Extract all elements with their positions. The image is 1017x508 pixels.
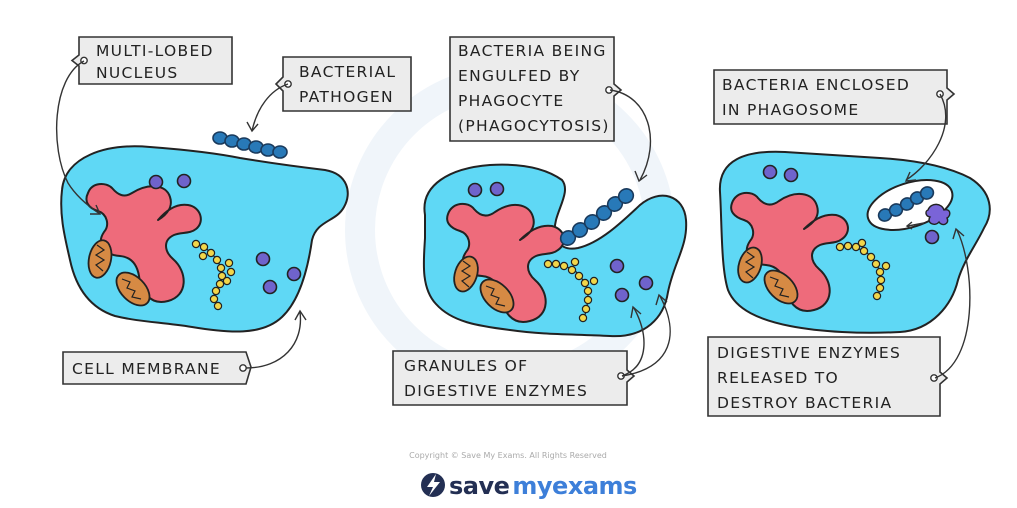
stage-2-phagocyte xyxy=(422,163,688,338)
footer: Copyright © Save My Exams. All Rights Re… xyxy=(409,451,637,500)
arrow xyxy=(621,295,671,377)
arrow xyxy=(905,93,947,181)
label-cell-membrane: CELL MEMBRANE xyxy=(62,309,307,385)
label-text: BACTERIA ENCLOSED xyxy=(722,76,910,94)
granule xyxy=(176,173,192,189)
granule xyxy=(148,174,164,190)
granule xyxy=(924,229,940,245)
copyright-text: Copyright © Save My Exams. All Rights Re… xyxy=(409,451,607,460)
arrow xyxy=(55,60,101,215)
label-granules: GRANULES OF DIGESTIVE ENZYMES xyxy=(392,293,671,406)
label-text: PATHOGEN xyxy=(299,88,394,106)
mitochondrion xyxy=(763,269,799,305)
arrow xyxy=(621,307,645,377)
label-text: DIGESTIVE ENZYMES xyxy=(717,344,901,362)
granule xyxy=(262,279,278,295)
label-text: ENGULFED BY xyxy=(458,67,581,85)
label-text: NUCLEUS xyxy=(96,64,178,82)
phagosome xyxy=(866,179,954,231)
label-text: MULTI-LOBED xyxy=(96,42,214,60)
granule xyxy=(762,164,778,180)
label-text: GRANULES OF xyxy=(404,357,528,375)
mitochondrion xyxy=(453,255,479,293)
stage-1-phagocyte xyxy=(60,145,349,333)
label-text: (PHAGOCYTOSIS) xyxy=(458,117,610,135)
lysosome-chain xyxy=(835,238,891,301)
granule xyxy=(489,181,505,197)
label-bacteria-being-engulfed: BACTERIA BEING ENGULFED BY PHAGOCYTE (PH… xyxy=(449,36,652,183)
label-digestive-enzymes-released: DIGESTIVE ENZYMES RELEASED TO DESTROY BA… xyxy=(707,227,971,417)
bacteria-being-engulfed-chain xyxy=(559,188,635,246)
label-text: BACTERIA BEING xyxy=(458,42,607,60)
label-text: DIGESTIVE ENZYMES xyxy=(404,382,588,400)
lysosome-chain xyxy=(191,239,236,311)
enzyme-release xyxy=(925,203,951,226)
label-text: BACTERIAL xyxy=(299,63,396,81)
granule xyxy=(638,275,654,291)
label-text: IN PHAGOSOME xyxy=(722,101,859,119)
mitochondrion xyxy=(479,278,515,314)
mitochondrion xyxy=(87,239,113,279)
label-text: DESTROY BACTERIA xyxy=(717,394,892,412)
granule xyxy=(783,167,799,183)
granule xyxy=(609,258,625,274)
label-bacterial-pathogen: BACTERIAL PATHOGEN xyxy=(246,56,412,133)
granule xyxy=(255,251,271,267)
label-text: PHAGOCYTE xyxy=(458,92,565,110)
label-text: CELL MEMBRANE xyxy=(72,360,221,378)
arrow xyxy=(934,229,971,379)
bacterial-pathogen-chain xyxy=(212,131,288,159)
mitochondrion xyxy=(737,246,763,284)
lysosome-chain xyxy=(543,257,599,323)
granule xyxy=(614,287,630,303)
stage-3-phagocyte xyxy=(718,150,991,334)
granule xyxy=(286,266,302,282)
mitochondrion xyxy=(115,271,151,307)
arrow xyxy=(251,83,289,132)
label-multi-lobed-nucleus: MULTI-LOBED NUCLEUS xyxy=(55,36,233,215)
label-bacteria-enclosed: BACTERIA ENCLOSED IN PHAGOSOME xyxy=(713,69,956,182)
granule xyxy=(467,182,483,198)
label-text: RELEASED TO xyxy=(717,369,839,387)
arrow xyxy=(245,311,302,369)
arrow xyxy=(609,89,652,181)
